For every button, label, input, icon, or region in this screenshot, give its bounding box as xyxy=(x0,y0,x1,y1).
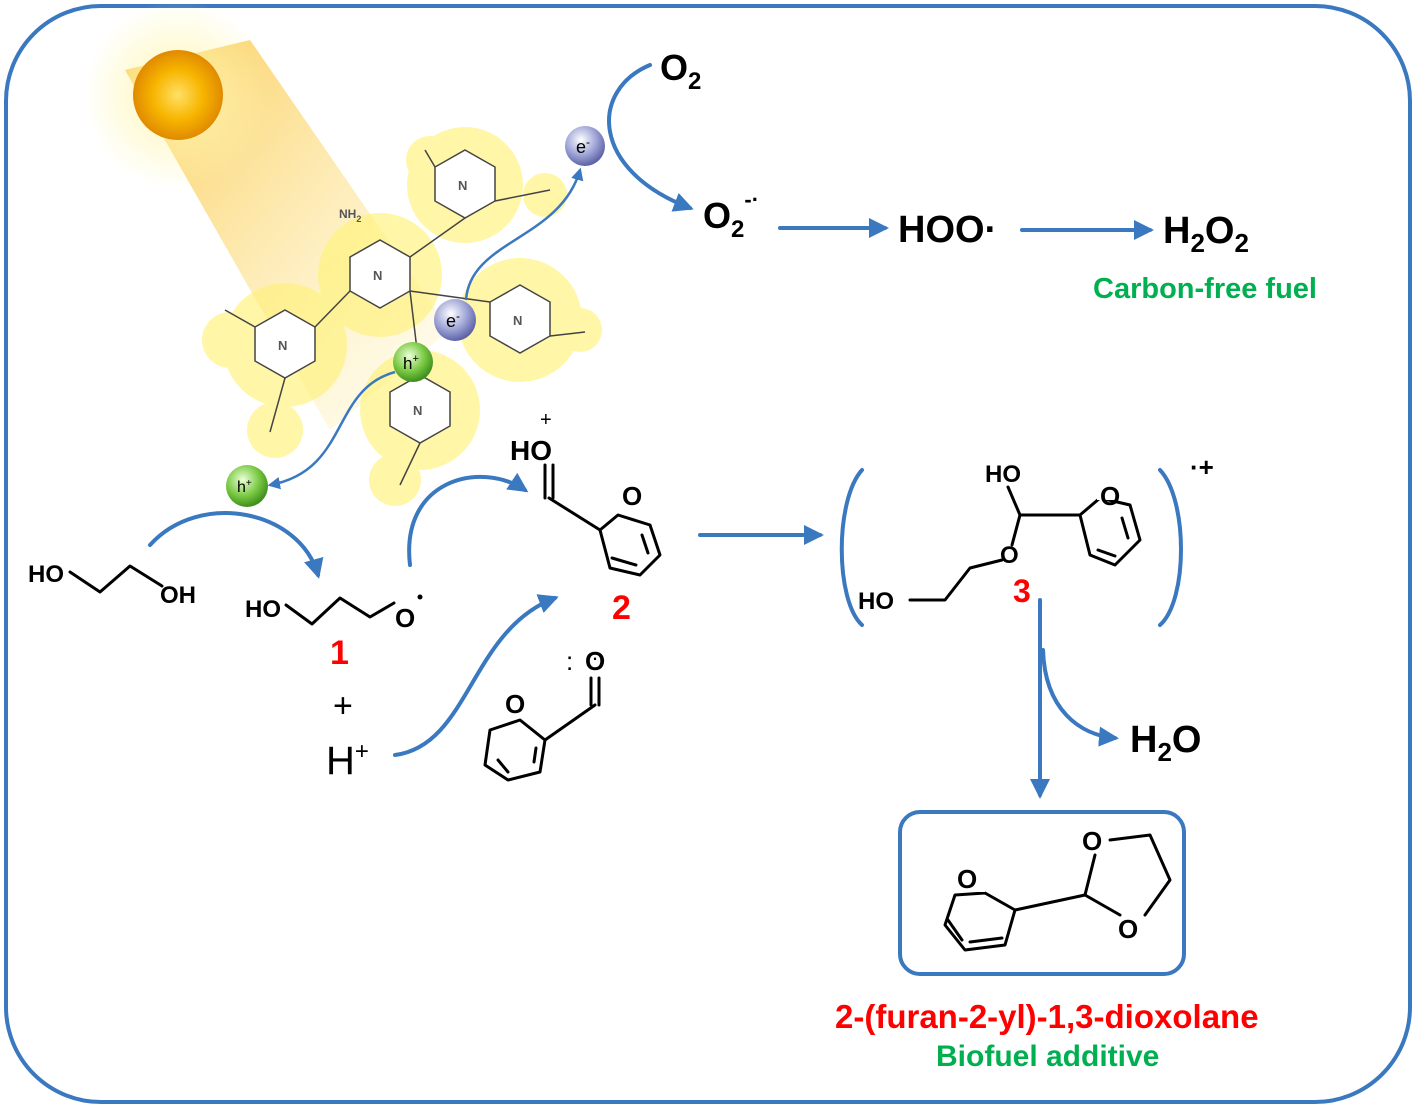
svg-text:O: O xyxy=(1118,914,1138,944)
o2-label: O2 xyxy=(660,47,701,95)
product-box: O O O xyxy=(898,810,1186,976)
svg-text:+: + xyxy=(540,409,552,431)
svg-text:e-: e- xyxy=(576,135,590,157)
svg-text:HO: HO xyxy=(28,561,64,588)
product-name-label: 2-(furan-2-yl)-1,3-dioxolane xyxy=(835,998,1259,1035)
electron-sphere-icon: e- xyxy=(434,299,476,341)
svg-text:O: O xyxy=(1000,542,1019,569)
svg-text:O: O xyxy=(1082,826,1102,856)
svg-text:N: N xyxy=(373,268,382,283)
ethylene-glycol-structure: HO OH xyxy=(28,561,196,609)
svg-text:O: O xyxy=(585,646,605,676)
electron-sphere-icon: e- xyxy=(565,126,605,166)
svg-text:O: O xyxy=(622,481,642,511)
svg-text:HO: HO xyxy=(510,435,552,466)
intermediate-3-structure: HO O HO O xyxy=(839,461,1183,627)
svg-text:HO: HO xyxy=(245,596,281,623)
furfural-structure: : ·· O O xyxy=(483,645,605,782)
svg-text:OH: OH xyxy=(160,582,196,609)
outer-frame xyxy=(4,4,1412,1104)
biofuel-additive-label: Biofuel additive xyxy=(936,1040,1159,1073)
hole-sphere-icon: h+ xyxy=(226,465,268,507)
carbon-nitride-structure-icon: N N N N N NH2 xyxy=(202,127,602,506)
hole-sphere-icon: h+ xyxy=(393,342,433,382)
h2o2-label: H2O2 xyxy=(1163,210,1249,258)
svg-text:HO: HO xyxy=(858,588,894,615)
svg-text:h+: h+ xyxy=(237,478,252,496)
svg-text:··: ·· xyxy=(584,645,599,670)
svg-text:e-: e- xyxy=(446,309,460,331)
compound-2-label: 2 xyxy=(612,589,631,627)
plus-sign: + xyxy=(333,687,353,725)
svg-text:N: N xyxy=(413,403,422,418)
svg-text::: : xyxy=(566,646,573,676)
svg-text:N: N xyxy=(513,313,522,328)
compound-1-label: 1 xyxy=(330,634,349,672)
hoo-label: HOO· xyxy=(898,209,997,251)
svg-text:HO: HO xyxy=(985,461,1021,488)
svg-text:O: O xyxy=(1100,481,1120,511)
proton-label: H+ xyxy=(326,738,369,783)
compound-3-label: 3 xyxy=(1013,573,1031,609)
superoxide-label: O2-· xyxy=(703,187,759,243)
svg-text:O: O xyxy=(957,864,977,894)
nh2-label: NH2 xyxy=(339,207,361,224)
radical-cation-label: ·+ xyxy=(1190,452,1214,482)
svg-text:h+: h+ xyxy=(403,353,419,373)
carbon-free-fuel-label: Carbon-free fuel xyxy=(1093,273,1317,305)
svg-text:O: O xyxy=(395,603,415,633)
alkoxy-radical-structure: HO O xyxy=(245,594,423,633)
svg-text:O: O xyxy=(505,689,525,719)
h2o-label: H2O xyxy=(1130,719,1201,767)
svg-text:N: N xyxy=(458,178,467,193)
svg-text:N: N xyxy=(278,338,287,353)
protonated-furfural-structure: HO + O xyxy=(510,409,662,577)
